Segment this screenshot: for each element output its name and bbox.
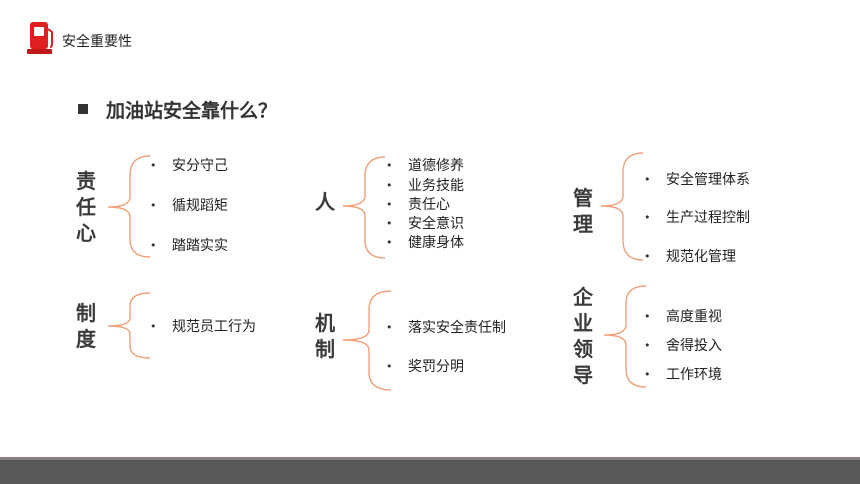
list-item: 业务技能 bbox=[386, 175, 464, 195]
footer-bar bbox=[0, 460, 860, 484]
question-text: 加油站安全靠什么？ bbox=[106, 100, 278, 122]
category-label-system: 制 度 bbox=[76, 301, 96, 351]
list-item: 落实安全责任制 bbox=[386, 317, 506, 337]
brace-responsibility bbox=[107, 155, 151, 258]
list-item: 高度重视 bbox=[644, 306, 722, 326]
fuel-pump-icon bbox=[27, 22, 53, 54]
footer-divider bbox=[0, 457, 860, 460]
category-label-management: 管 理 bbox=[573, 186, 593, 236]
list-item: 道德修养 bbox=[386, 155, 464, 175]
list-item: 安全管理体系 bbox=[644, 169, 750, 189]
list-item: 奖罚分明 bbox=[386, 356, 464, 376]
square-bullet-icon bbox=[78, 104, 88, 114]
brace-people bbox=[342, 156, 386, 259]
list-item: 安分守己 bbox=[150, 155, 228, 175]
page-title: 安全重要性 bbox=[62, 34, 132, 50]
list-item: 健康身体 bbox=[386, 232, 464, 252]
list-item: 责任心 bbox=[386, 194, 450, 214]
category-label-leadership: 企 业 领 导 bbox=[573, 285, 593, 387]
category-label-mechanism: 机 制 bbox=[315, 311, 335, 361]
list-item: 工作环境 bbox=[644, 364, 722, 384]
category-label-responsibility: 责 任 心 bbox=[76, 169, 96, 245]
list-item: 踏踏实实 bbox=[150, 235, 228, 255]
list-item: 循规蹈矩 bbox=[150, 195, 228, 215]
brace-management bbox=[600, 152, 644, 261]
section-heading: 加油站安全靠什么？ bbox=[78, 96, 277, 123]
brace-mechanism bbox=[342, 290, 392, 391]
list-item: 生产过程控制 bbox=[644, 207, 750, 227]
list-item: 舍得投入 bbox=[644, 335, 722, 355]
category-label-people: 人 bbox=[315, 190, 335, 214]
list-item: 安全意识 bbox=[386, 213, 464, 233]
list-item: 规范化管理 bbox=[644, 246, 736, 266]
list-item: 规范员工行为 bbox=[150, 316, 256, 336]
brace-leadership bbox=[603, 285, 647, 388]
brace-system bbox=[107, 292, 151, 359]
